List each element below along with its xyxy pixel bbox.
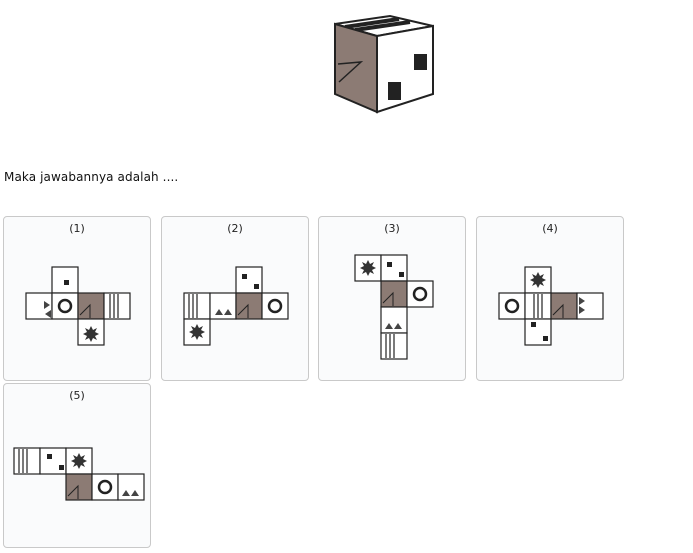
question-prompt: Maka jawabannya adalah .... [4,170,179,184]
option-label: (2) [227,222,243,235]
option-4[interactable]: (4) [476,216,624,381]
cube-net [498,266,604,346]
option-label: (5) [69,389,85,402]
option-label: (3) [384,222,400,235]
option-label: (1) [69,222,85,235]
cube-net [25,266,131,346]
reference-cube [333,14,435,116]
cube-net [13,447,145,501]
option-5[interactable]: (5) [3,383,151,548]
option-2[interactable]: (2) [161,216,309,381]
cube-net [183,266,289,346]
option-3[interactable]: (3) [318,216,466,381]
cube-net [354,254,434,360]
option-label: (4) [542,222,558,235]
option-1[interactable]: (1) [3,216,151,381]
